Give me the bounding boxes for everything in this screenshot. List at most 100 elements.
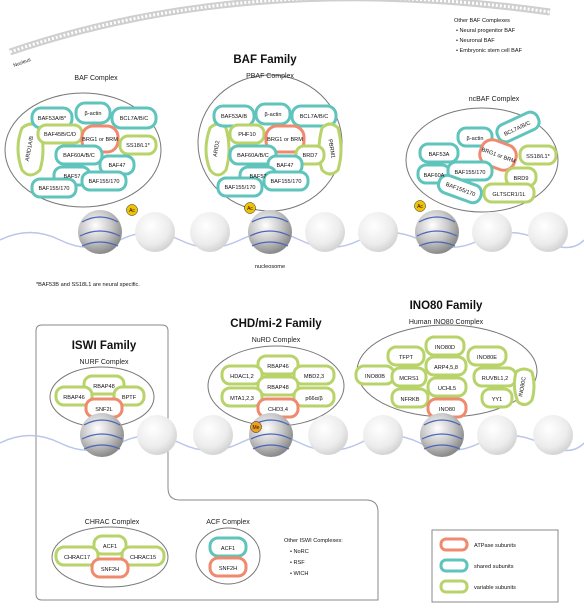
subunit-label: YY1: [492, 397, 503, 403]
subunit-shape-variable: [424, 335, 466, 357]
subunit-shape-shared: [208, 536, 248, 558]
subunit-label: INO80D: [435, 345, 455, 351]
subunit-label: ACF1: [103, 544, 117, 550]
subunit-label: CHRAC17: [64, 555, 90, 561]
legend: ATPase subunits shared subunits variable…: [431, 529, 559, 603]
acetyl-label: Ac: [417, 204, 423, 210]
other-iswi-item: • RSF: [290, 560, 305, 566]
subunit-label: MBD2,3: [304, 374, 324, 380]
subunit-shape-variable: [424, 355, 468, 377]
subunit-shape-variable: [512, 367, 536, 407]
other-iswi-item: • NoRC: [290, 549, 309, 555]
nucleosome-dimmed: [533, 415, 573, 455]
nurd-subunit-group: RBAP46 HDAC1,2 MBD2,3 RBAP48 MTA1,2,3 p6…: [220, 354, 336, 419]
chrac-complex-name: CHRAC Complex: [85, 519, 140, 526]
nucleosome-dimmed: [135, 212, 175, 252]
acetyl-badge: [126, 204, 138, 216]
subunit-label: BRD9: [514, 176, 529, 182]
acf-subunit-group: ACF1 SNF2H: [208, 536, 248, 578]
nucleosome-dimmed: [137, 415, 177, 455]
subunit-shape-variable: [466, 345, 508, 367]
legend-label: variable subunits: [474, 585, 516, 591]
subunit-label: TFPT: [399, 355, 414, 361]
nucleosome-dimmed: [305, 212, 345, 252]
subunit-shape-shared: [437, 173, 483, 205]
subunit-label: ARID1A/B: [25, 135, 35, 161]
nucleosome-dimmed: [358, 212, 398, 252]
subunit-label: BAF45B/C/D: [44, 132, 76, 138]
subunit-label: BRG1 or BRM: [82, 137, 118, 143]
subunit-shape-variable: [386, 345, 426, 367]
nucleosome-dimmed: [528, 212, 568, 252]
acetyl-badge: [414, 200, 426, 212]
other-iswi-item: • WICH: [290, 571, 308, 577]
subunit-shape-shared: [290, 104, 338, 128]
subunit-label: β-actin: [467, 136, 484, 142]
subunit-shape-shared: [456, 126, 494, 148]
other-baf-title: Other BAF Complexes: [454, 18, 510, 24]
subunit-label: BAF155/170: [38, 186, 69, 192]
nucleosome-dimmed: [477, 415, 517, 455]
nucleosome-dimmed: [193, 415, 233, 455]
subunit-label: HDAC1,2: [230, 374, 254, 380]
subunit-shape-variable: [390, 387, 430, 409]
subunit-label: SS18/L1*: [526, 154, 550, 160]
subunit-label: PHF10: [238, 132, 255, 138]
nucleosome-dimmed: [472, 212, 512, 252]
subunit-label: RBAP46: [267, 364, 288, 370]
baf-complex-name: BAF Complex: [74, 75, 118, 82]
subunit-label: MCRS1: [399, 376, 419, 382]
legend-swatch-atpase: [439, 537, 469, 552]
acf-complex-name: ACF Complex: [206, 519, 250, 526]
acetyl-badge: [244, 202, 256, 214]
subunit-label: NFRKB: [401, 397, 420, 403]
other-iswi-list: Other ISWI Complexes: • NoRC • RSF • WIC…: [284, 538, 343, 577]
subunit-label: INO80E: [477, 355, 497, 361]
subunit-shape-shared: [216, 176, 264, 198]
nurf-complex-name: NURF Complex: [79, 359, 129, 366]
subunit-label: β-actin: [265, 112, 282, 118]
baf-subunit-group: BAF53A/B* β-actin BCL7A/B/C BAF45B/C/D B…: [16, 101, 158, 199]
subunit-label: INO80: [439, 407, 455, 413]
subunit-label: BCL7A/B/C: [120, 116, 149, 122]
subunit-shape-shared: [446, 160, 494, 182]
subunit-label: RUVBL1,2: [482, 376, 508, 382]
subunit-label: INO80C: [518, 376, 527, 397]
subunit-label: SS18/L1*: [126, 143, 150, 149]
subunit-shape-variable: [118, 134, 158, 156]
nucleus-membrane: [8, 0, 551, 56]
subunit-shape-atpase: [208, 556, 248, 578]
nucleosome-dimmed: [190, 212, 230, 252]
subunit-shape-variable: [256, 354, 300, 376]
subunit-shape-variable: [518, 144, 558, 166]
neural-footnote: *BAF53B and SS18L1 are neural specific.: [36, 282, 140, 288]
other-baf-item: • Neuronal BAF: [456, 38, 495, 44]
subunit-label: BCL7A/B/C: [300, 114, 329, 120]
subunit-shape-shared: [110, 106, 158, 130]
subunit-shape-variable: [228, 123, 266, 145]
subunit-label: RBAP46: [63, 395, 84, 401]
other-iswi-title: Other ISWI Complexes:: [284, 538, 343, 544]
ino80-complex-name: Human INO80 Complex: [409, 319, 484, 326]
ino80-subunit-group: INO80D TFPT INO80E ARP4,5,8 INO80B MCRS1…: [354, 335, 536, 419]
subunit-shape-shared: [495, 110, 541, 144]
nucleosome-dimmed: [363, 415, 403, 455]
subunit-shape-variable: [54, 545, 100, 567]
subunit-label: RBAP48: [93, 384, 114, 390]
subunit-label: BAF155/170: [88, 179, 119, 185]
iswi-family-frame: [35, 324, 379, 601]
acetyl-label: Ac: [247, 206, 253, 212]
subunit-shape-shared: [80, 170, 128, 192]
subunit-shape-variable: [480, 387, 514, 409]
subunit-shape-atpase: [264, 124, 306, 154]
other-baf-item: • Neural progenitor BAF: [456, 28, 516, 34]
other-baf-list: Other BAF Complexes • Neural progenitor …: [454, 18, 523, 54]
subunit-label: UCHL5: [438, 386, 456, 392]
legend-label: ATPase subunits: [474, 543, 516, 549]
subunit-label: β-actin: [85, 111, 102, 117]
subunit-shape-variable: [292, 364, 336, 386]
subunit-label: ARID2: [213, 140, 222, 157]
methyl-label: Me: [253, 425, 260, 431]
subunit-label: BAF53A/B: [221, 114, 247, 120]
